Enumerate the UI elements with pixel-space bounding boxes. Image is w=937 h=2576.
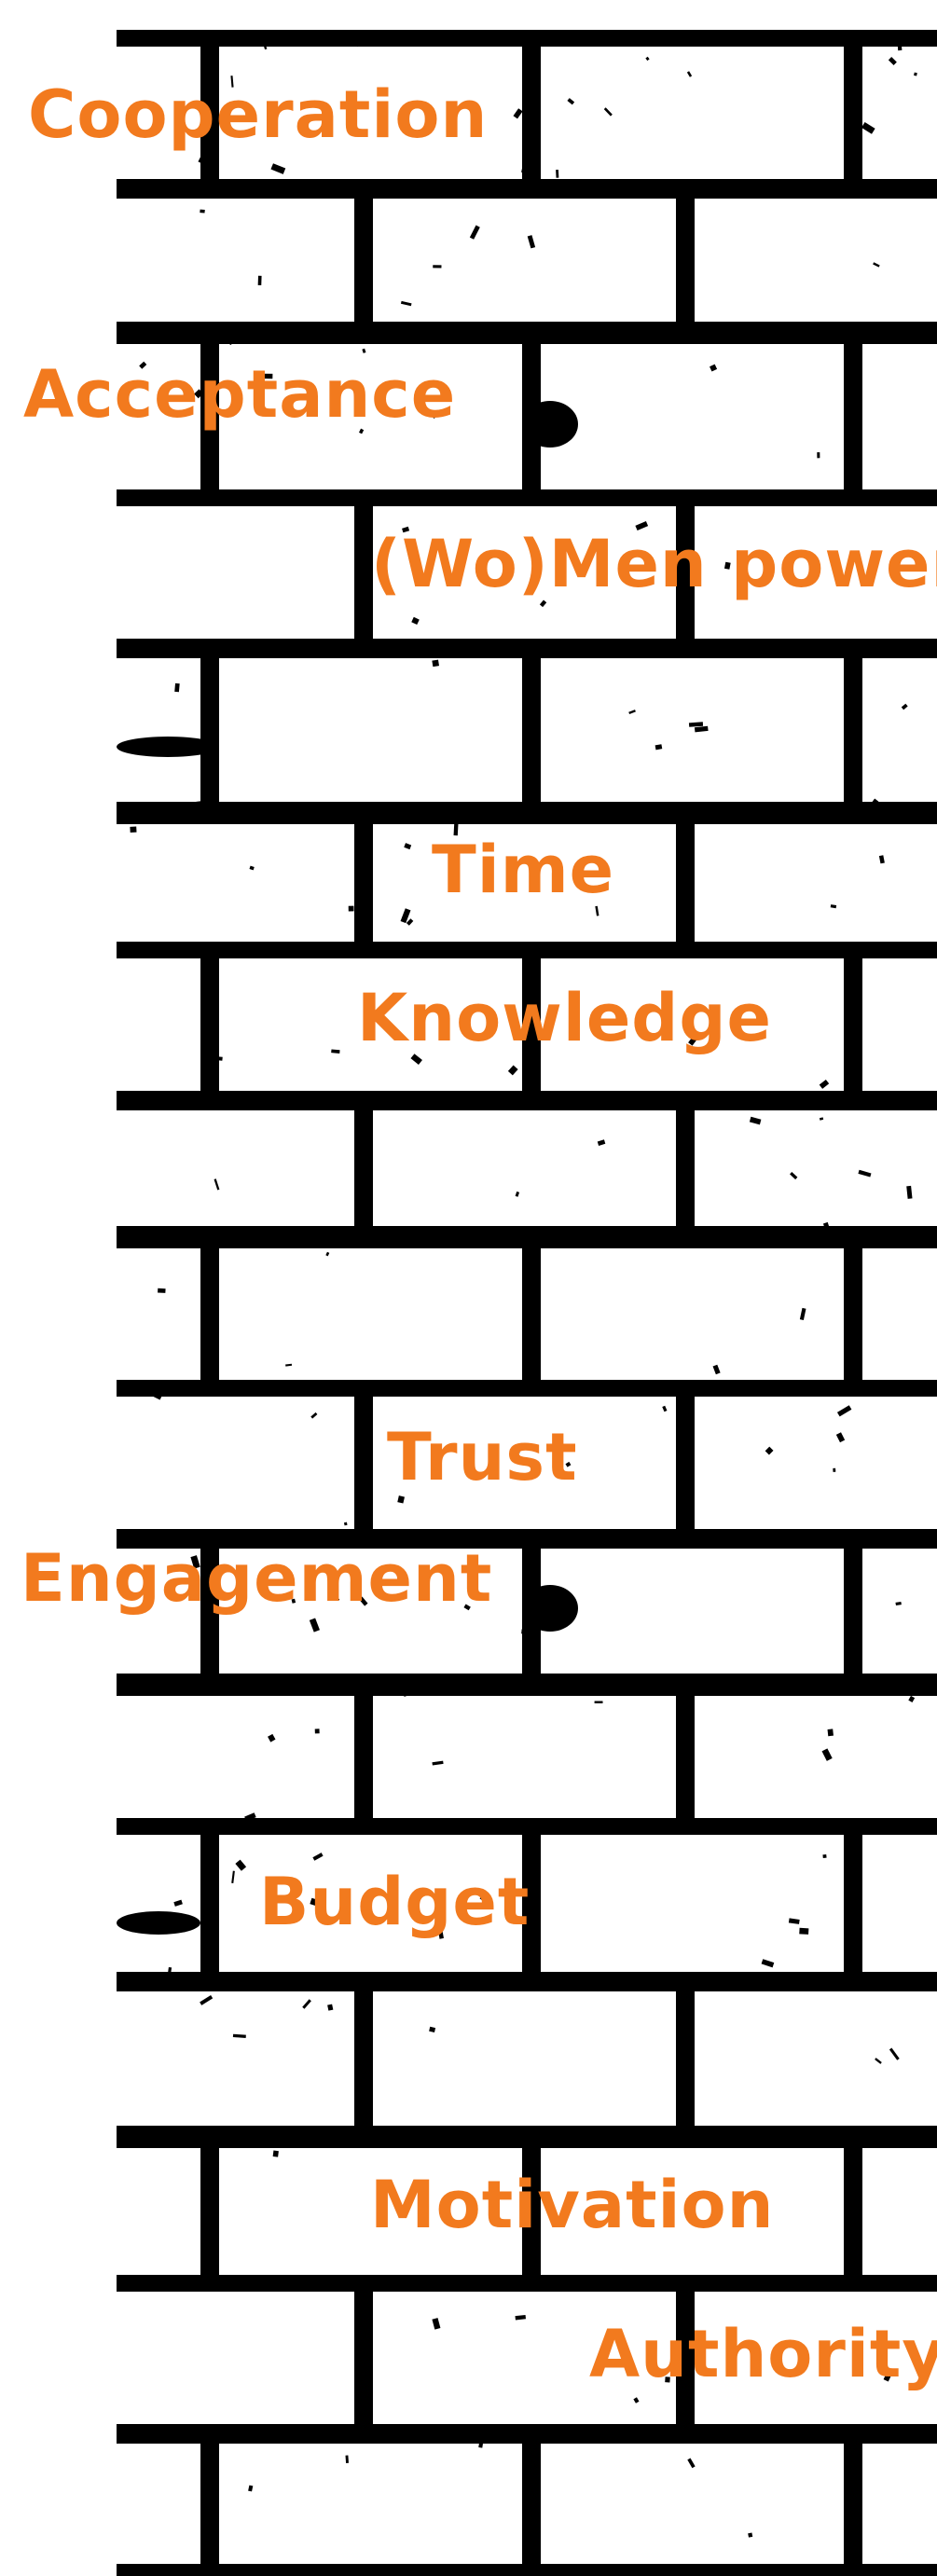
label-time: Time [432, 832, 615, 908]
label-budget: Budget [259, 1864, 531, 1940]
label-trust: Trust [387, 1419, 578, 1495]
label-cooperation: Cooperation [28, 76, 489, 153]
label-acceptance: Acceptance [23, 356, 457, 433]
label-knowledge: Knowledge [357, 980, 772, 1056]
label-motivation: Motivation [370, 2167, 775, 2243]
label-women-power: (Wo)Men power [371, 526, 937, 602]
label-engagement: Engagement [21, 1540, 493, 1617]
label-authority: Authority [589, 2316, 937, 2392]
